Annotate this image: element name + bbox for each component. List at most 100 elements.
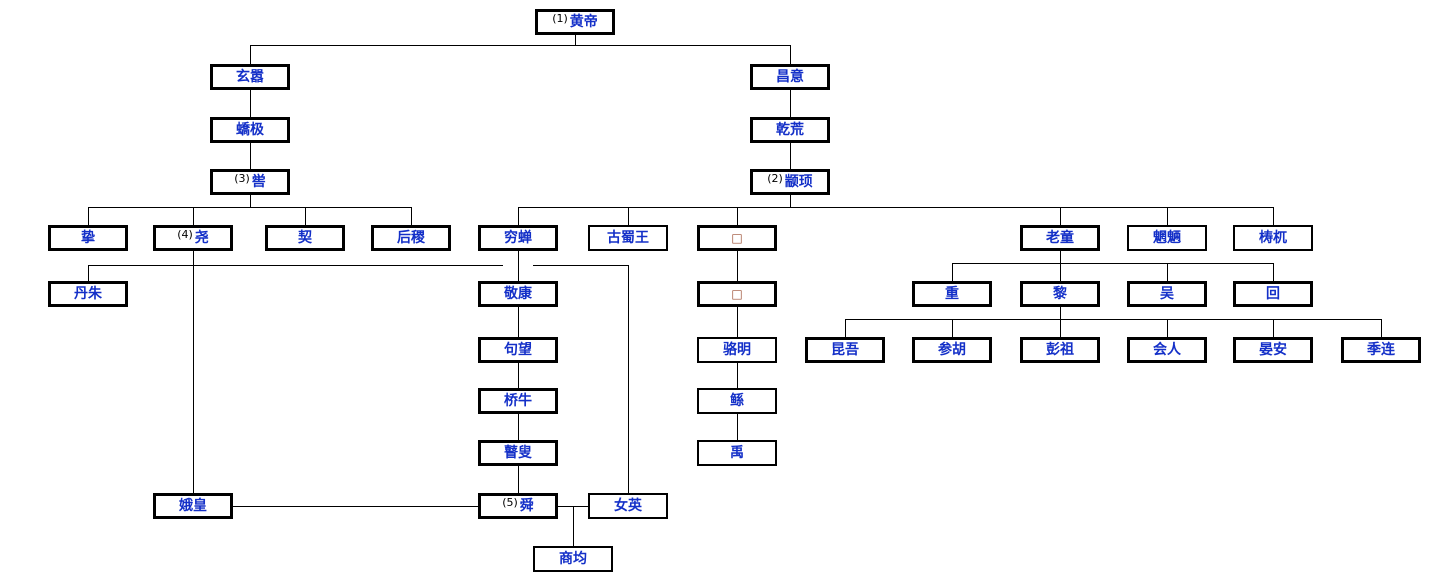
sibling-bar: [250, 45, 790, 46]
node-xie: 契: [265, 225, 345, 251]
parent-child-line: [250, 143, 251, 169]
node-shun: (5)舜: [478, 493, 558, 519]
person-link-jiaoji[interactable]: 蟜极: [236, 122, 264, 138]
parent-drop-line: [250, 195, 251, 207]
child-drop-line: [1273, 207, 1274, 225]
node-xuanxiao: 玄嚣: [210, 64, 290, 90]
child-drop-line: [305, 207, 306, 225]
parent-drop-line: [1060, 251, 1061, 263]
person-link-luoming[interactable]: 骆明: [723, 342, 751, 358]
person-link-zhong[interactable]: 重: [945, 286, 959, 302]
node-gushuwang: 古蜀王: [588, 225, 668, 251]
marriage-child-line-shangjun: [573, 506, 574, 546]
node-pengzu: 彭祖: [1020, 337, 1100, 363]
person-link-pengzu[interactable]: 彭祖: [1046, 342, 1074, 358]
parent-child-line: [790, 143, 791, 169]
person-link-jilian[interactable]: 季连: [1367, 342, 1395, 358]
parent-child-line: [737, 363, 738, 388]
person-link-nuying[interactable]: 女英: [614, 498, 642, 514]
person-link-yanan[interactable]: 晏安: [1259, 342, 1287, 358]
person-link-jingkang[interactable]: 敬康: [504, 286, 532, 302]
child-drop-line: [1060, 319, 1061, 337]
child-drop-line: [952, 263, 953, 281]
node-li: 黎: [1020, 281, 1100, 307]
node-canhu: 参胡: [912, 337, 992, 363]
node-yanan: 晏安: [1233, 337, 1313, 363]
person-link-shun[interactable]: 舜: [519, 498, 534, 514]
node-zhuanxu: (2)颛顼: [750, 169, 830, 195]
person-link-wangliang[interactable]: 魍魉: [1153, 230, 1181, 246]
node-zhong: 重: [912, 281, 992, 307]
person-link-huangdi[interactable]: 黄帝: [569, 14, 598, 30]
parent-child-line: [737, 307, 738, 337]
person-link-li[interactable]: 黎: [1053, 286, 1067, 302]
node-danzhu: 丹朱: [48, 281, 128, 307]
child-drop-line: [1273, 319, 1274, 337]
person-link-gusou[interactable]: 瞽叟: [504, 445, 532, 461]
generation-number-ku: (3): [234, 171, 250, 185]
person-link-xuanxiao[interactable]: 玄嚣: [236, 69, 264, 85]
person-link-wu[interactable]: 吴: [1160, 286, 1174, 302]
parent-drop-line: [1060, 307, 1061, 319]
person-link-hui[interactable]: 回: [1266, 286, 1280, 302]
person-link-qianhuang[interactable]: 乾荒: [776, 122, 804, 138]
node-gun: 鲧: [697, 388, 777, 414]
person-link-qiaoniu[interactable]: 桥牛: [504, 393, 532, 409]
child-drop-line: [1167, 263, 1168, 281]
sibling-bar: [88, 265, 503, 266]
parent-child-line: [518, 414, 519, 440]
marriage-line-ehuang-shun: [233, 506, 478, 507]
parent-drop-line: [193, 251, 194, 265]
node-ku: (3)喾: [210, 169, 290, 195]
child-drop-line: [518, 207, 519, 225]
person-link-gun[interactable]: 鲧: [730, 393, 744, 409]
node-unknown-2: □: [697, 281, 777, 307]
generation-number-zhuanxu: (2): [767, 171, 783, 185]
person-link-laotong[interactable]: 老童: [1046, 230, 1074, 246]
person-link-danzhu[interactable]: 丹朱: [74, 286, 102, 302]
node-taowu: 梼杌: [1233, 225, 1313, 251]
node-zhi: 挚: [48, 225, 128, 251]
node-jiaoji: 蟜极: [210, 117, 290, 143]
node-qiongchan: 穷蝉: [478, 225, 558, 251]
person-link-unknown-2[interactable]: □: [731, 287, 743, 301]
person-link-yu[interactable]: 禹: [730, 445, 744, 461]
person-link-qiongchan[interactable]: 穷蝉: [504, 230, 532, 246]
child-drop-line: [1060, 207, 1061, 225]
person-link-changyi[interactable]: 昌意: [776, 69, 804, 85]
node-houji: 后稷: [371, 225, 451, 251]
person-link-xie[interactable]: 契: [298, 230, 312, 246]
person-link-zhuanxu[interactable]: 颛顼: [784, 174, 813, 190]
child-drop-line: [1060, 263, 1061, 281]
node-luoming: 骆明: [697, 337, 777, 363]
child-drop-line: [790, 45, 791, 64]
person-link-gushuwang[interactable]: 古蜀王: [607, 230, 649, 246]
node-qianhuang: 乾荒: [750, 117, 830, 143]
person-link-zhi[interactable]: 挚: [81, 230, 95, 246]
parent-child-line: [737, 251, 738, 281]
person-link-yao[interactable]: 尧: [194, 230, 209, 246]
child-drop-line: [1167, 319, 1168, 337]
person-link-juwang[interactable]: 句望: [504, 342, 532, 358]
parent-drop-line: [575, 35, 576, 45]
child-drop-line: [88, 265, 89, 281]
node-wangliang: 魍魉: [1127, 225, 1207, 251]
node-unknown-1: □: [697, 225, 777, 251]
person-link-taowu[interactable]: 梼杌: [1259, 230, 1287, 246]
child-drop-line: [952, 319, 953, 337]
person-link-huiren[interactable]: 会人: [1153, 342, 1181, 358]
child-drop-line: [1381, 319, 1382, 337]
person-link-houji[interactable]: 后稷: [397, 230, 425, 246]
person-link-ku[interactable]: 喾: [251, 174, 266, 190]
node-huangdi: (1)黄帝: [535, 9, 615, 35]
child-drop-line: [1167, 207, 1168, 225]
node-laotong: 老童: [1020, 225, 1100, 251]
person-link-shangjun[interactable]: 商均: [559, 551, 587, 567]
sibling-bar: [845, 319, 1381, 320]
person-link-kunwu[interactable]: 昆吾: [831, 342, 859, 358]
node-nuying: 女英: [588, 493, 668, 519]
person-link-unknown-1[interactable]: □: [731, 231, 743, 245]
person-link-ehuang[interactable]: 娥皇: [179, 498, 207, 514]
person-link-canhu[interactable]: 参胡: [938, 342, 966, 358]
child-drop-line: [411, 207, 412, 225]
